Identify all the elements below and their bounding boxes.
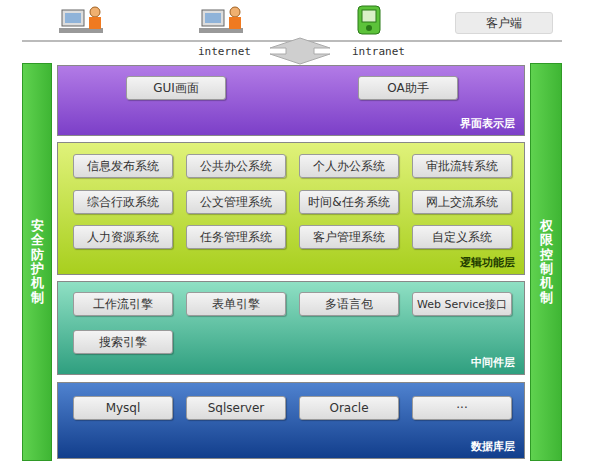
node-label: 综合行政系统	[87, 194, 159, 211]
module-box: 任务管理系统	[186, 225, 286, 249]
module-box: 搜索引擎	[73, 330, 173, 354]
node-label: 任务管理系统	[200, 229, 272, 246]
layer-label: 数据库层	[471, 439, 515, 454]
module-box: 公文管理系统	[186, 190, 286, 214]
module-box: 工作流引擎	[73, 292, 173, 316]
node-label: 时间&任务系统	[308, 194, 389, 211]
node-label: OA助手	[387, 80, 428, 97]
module-box: 表单引擎	[186, 292, 286, 316]
module-box: 人力资源系统	[73, 225, 173, 249]
node-label: ···	[456, 401, 467, 415]
node-label: 公共办公系统	[200, 158, 272, 175]
layer-band: 中间件层 工作流引擎 表单引擎 多语言包 Web Service接口搜索引擎	[57, 281, 525, 375]
node-label: 客户管理系统	[313, 229, 385, 246]
mechanism-bar: 安全防护机制	[22, 63, 52, 461]
node-label: 工作流引擎	[93, 296, 153, 313]
module-box: 个人办公系统	[299, 154, 399, 178]
node-label: GUI画面	[153, 80, 199, 97]
module-box: 综合行政系统	[73, 190, 173, 214]
module-box: 时间&任务系统	[299, 190, 399, 214]
module-box: GUI画面	[126, 76, 226, 100]
module-box: 网上交流系统	[412, 190, 512, 214]
network-label: intranet	[352, 45, 405, 58]
node-label: 客户端	[486, 15, 522, 32]
module-box: 自定义系统	[412, 225, 512, 249]
module-box: 客户管理系统	[299, 225, 399, 249]
module-box: OA助手	[358, 76, 458, 100]
module-box: Sqlserver	[186, 396, 286, 420]
node-label: Mysql	[106, 401, 141, 415]
module-box: 公共办公系统	[186, 154, 286, 178]
node-label: Web Service接口	[417, 297, 507, 312]
node-label: Oracle	[329, 401, 368, 415]
node-label: 公文管理系统	[200, 194, 272, 211]
layer-label: 逻辑功能层	[460, 255, 515, 270]
module-box: Oracle	[299, 396, 399, 420]
layer-band: 逻辑功能层 信息发布系统 公共办公系统 个人办公系统 审批流转系统综合行政系统 公文管理系…	[57, 142, 525, 275]
node-label: 多语言包	[325, 296, 373, 313]
node-label: Sqlserver	[208, 401, 265, 415]
layer-band: 数据库层 Mysql Sqlserver Oracle ···	[57, 382, 525, 459]
node-label: 安全防护机制	[31, 219, 44, 305]
layer-band: 界面表示层 GUI画面 OA助手	[57, 65, 525, 136]
node-label: 信息发布系统	[87, 158, 159, 175]
node-label: 个人办公系统	[313, 158, 385, 175]
node-label: 权限控制机制	[540, 219, 553, 305]
client-box: 客户端	[455, 12, 553, 34]
node-label: 审批流转系统	[426, 158, 498, 175]
node-label: 自定义系统	[432, 229, 492, 246]
node-label: 表单引擎	[212, 296, 260, 313]
module-box: 多语言包	[299, 292, 399, 316]
node-label: 人力资源系统	[87, 229, 159, 246]
layer-label: 中间件层	[471, 355, 515, 370]
network-label: internet	[198, 45, 251, 58]
node-label: 网上交流系统	[426, 194, 498, 211]
layer-label: 界面表示层	[460, 116, 515, 131]
module-box: ···	[412, 396, 512, 420]
node-label: 搜索引擎	[99, 334, 147, 351]
module-box: 审批流转系统	[412, 154, 512, 178]
mechanism-bar: 权限控制机制	[530, 63, 562, 461]
module-box: 信息发布系统	[73, 154, 173, 178]
module-box: Mysql	[73, 396, 173, 420]
module-box: Web Service接口	[412, 292, 512, 316]
